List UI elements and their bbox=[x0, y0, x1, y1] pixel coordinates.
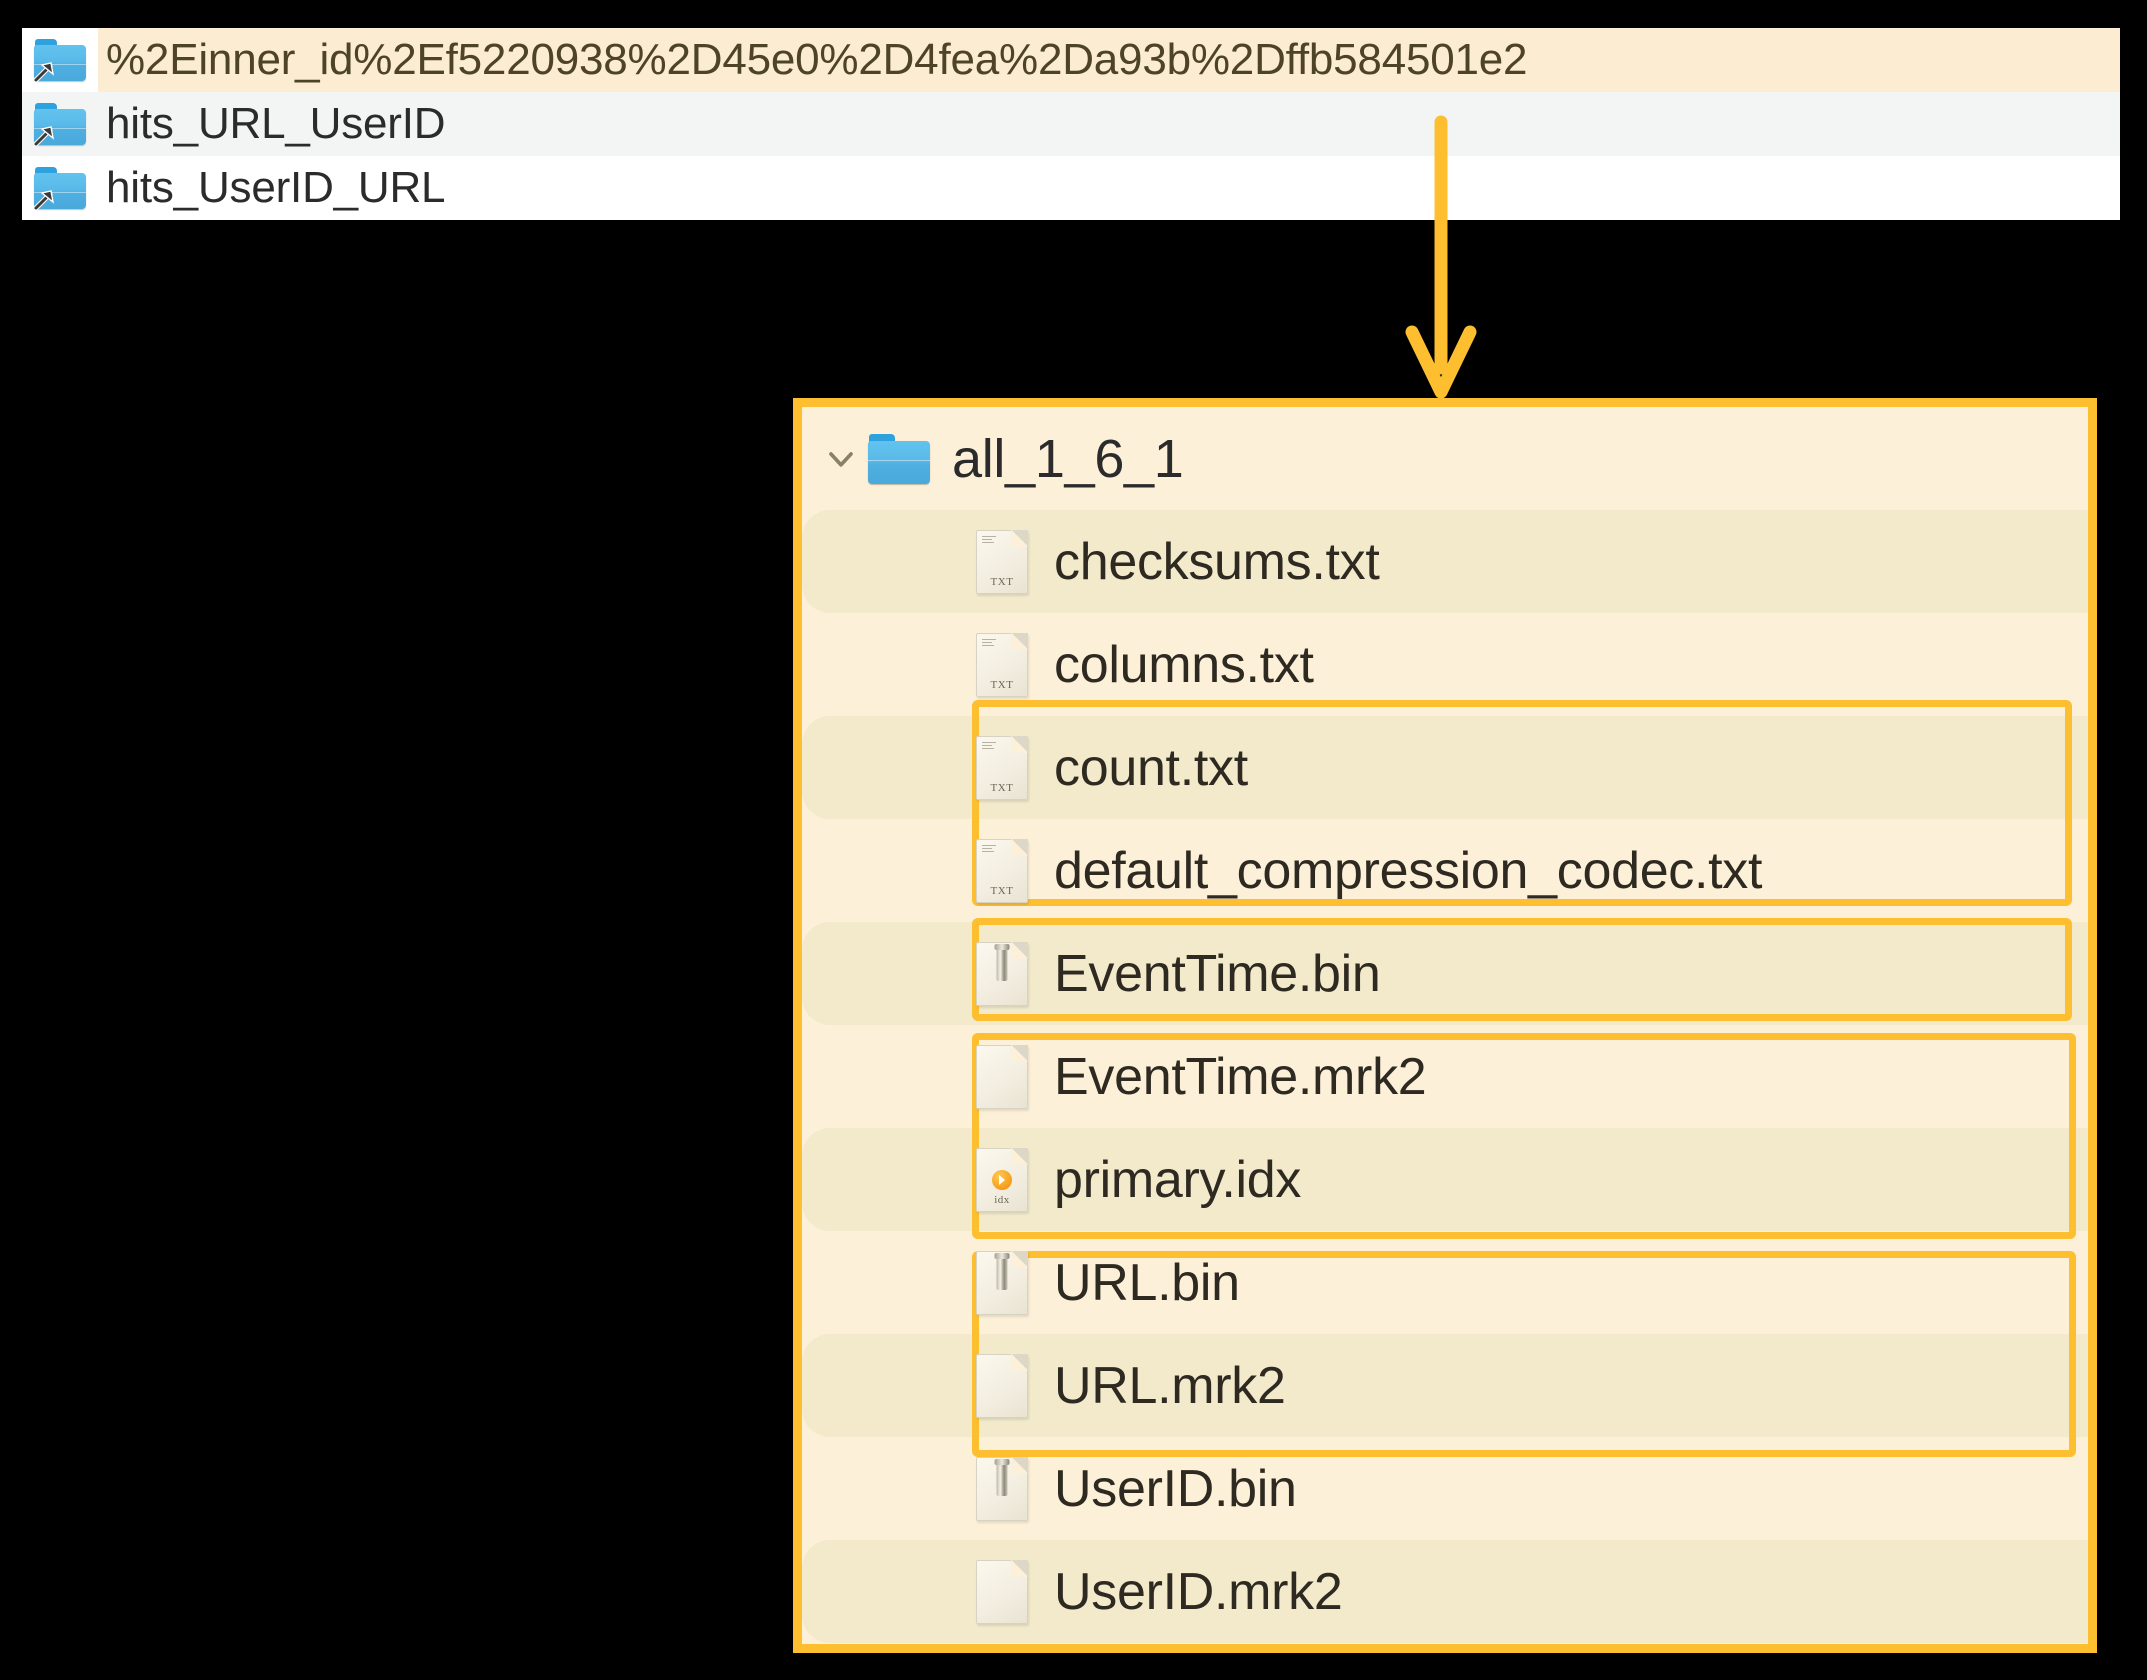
bin-file-icon bbox=[972, 1250, 1032, 1315]
alias-arrow-icon bbox=[33, 190, 55, 211]
blank-file-icon bbox=[972, 1353, 1032, 1418]
file-row[interactable]: idx primary.idx bbox=[802, 1128, 2088, 1231]
folder-shortcut-icon bbox=[22, 167, 98, 211]
file-icon-kind-label: TXT bbox=[990, 781, 1014, 794]
list-item[interactable]: hits_UserID_URL bbox=[22, 156, 2120, 220]
file-label: primary.idx bbox=[1054, 1150, 1302, 1209]
file-label: count.txt bbox=[1054, 738, 1248, 797]
file-icon-kind-label: idx bbox=[994, 1193, 1010, 1206]
txt-file-icon: TXT bbox=[972, 838, 1032, 903]
folder-icon bbox=[868, 433, 930, 484]
list-item[interactable]: hits_URL_UserID bbox=[22, 92, 2120, 156]
txt-file-icon: TXT bbox=[972, 632, 1032, 697]
file-row[interactable]: TXT columns.txt bbox=[802, 613, 2088, 716]
file-row[interactable]: UserID.mrk2 bbox=[802, 1540, 2088, 1643]
file-row[interactable]: URL.mrk2 bbox=[802, 1334, 2088, 1437]
bin-file-icon bbox=[972, 1456, 1032, 1521]
list-item[interactable]: %2Einner_id%2Ef5220938%2D45e0%2D4fea%2Da… bbox=[22, 28, 2120, 92]
folder-shortcut-list: %2Einner_id%2Ef5220938%2D45e0%2D4fea%2Da… bbox=[22, 28, 2120, 220]
file-label: EventTime.bin bbox=[1054, 944, 1381, 1003]
list-item-label: hits_URL_UserID bbox=[106, 99, 446, 148]
blank-file-icon bbox=[972, 1044, 1032, 1109]
file-row[interactable]: EventTime.mrk2 bbox=[802, 1025, 2088, 1128]
chevron-down-icon[interactable] bbox=[818, 439, 864, 479]
file-label: URL.mrk2 bbox=[1054, 1356, 1286, 1415]
file-row[interactable]: EventTime.bin bbox=[802, 922, 2088, 1025]
alias-arrow-icon bbox=[33, 62, 55, 83]
file-icon-kind-label: TXT bbox=[990, 678, 1014, 691]
txt-file-icon: TXT bbox=[972, 735, 1032, 800]
file-row[interactable]: TXT count.txt bbox=[802, 716, 2088, 819]
file-row[interactable]: TXT checksums.txt bbox=[802, 510, 2088, 613]
file-label: columns.txt bbox=[1054, 635, 1314, 694]
bin-file-icon bbox=[972, 941, 1032, 1006]
alias-arrow-icon bbox=[33, 126, 55, 147]
file-label: EventTime.mrk2 bbox=[1054, 1047, 1427, 1106]
file-label: default_compression_codec.txt bbox=[1054, 841, 1763, 900]
down-arrow-connector bbox=[1405, 115, 1477, 399]
folder-shortcut-icon bbox=[22, 39, 98, 83]
tree-folder-row[interactable]: all_1_6_1 bbox=[802, 407, 2088, 510]
row-highlight bbox=[98, 28, 2120, 92]
file-row[interactable]: UserID.bin bbox=[802, 1437, 2088, 1540]
list-item-label: %2Einner_id%2Ef5220938%2D45e0%2D4fea%2Da… bbox=[106, 35, 1528, 84]
file-label: checksums.txt bbox=[1054, 532, 1380, 591]
file-label: UserID.bin bbox=[1054, 1459, 1297, 1518]
file-label: UserID.mrk2 bbox=[1054, 1562, 1343, 1621]
blank-file-icon bbox=[972, 1559, 1032, 1624]
folder-shortcut-icon bbox=[22, 103, 98, 147]
file-icon-kind-label: TXT bbox=[990, 884, 1014, 897]
file-row[interactable]: TXT default_compression_codec.txt bbox=[802, 819, 2088, 922]
file-label: URL.bin bbox=[1054, 1253, 1240, 1312]
file-icon-kind-label: TXT bbox=[990, 575, 1014, 588]
folder-label: all_1_6_1 bbox=[952, 428, 1184, 489]
part-directory-panel: all_1_6_1 TXT checksums.txt bbox=[793, 398, 2097, 1653]
file-row[interactable]: URL.bin bbox=[802, 1231, 2088, 1334]
idx-file-icon: idx bbox=[972, 1147, 1032, 1212]
list-item-label: hits_UserID_URL bbox=[106, 163, 446, 212]
txt-file-icon: TXT bbox=[972, 529, 1032, 594]
